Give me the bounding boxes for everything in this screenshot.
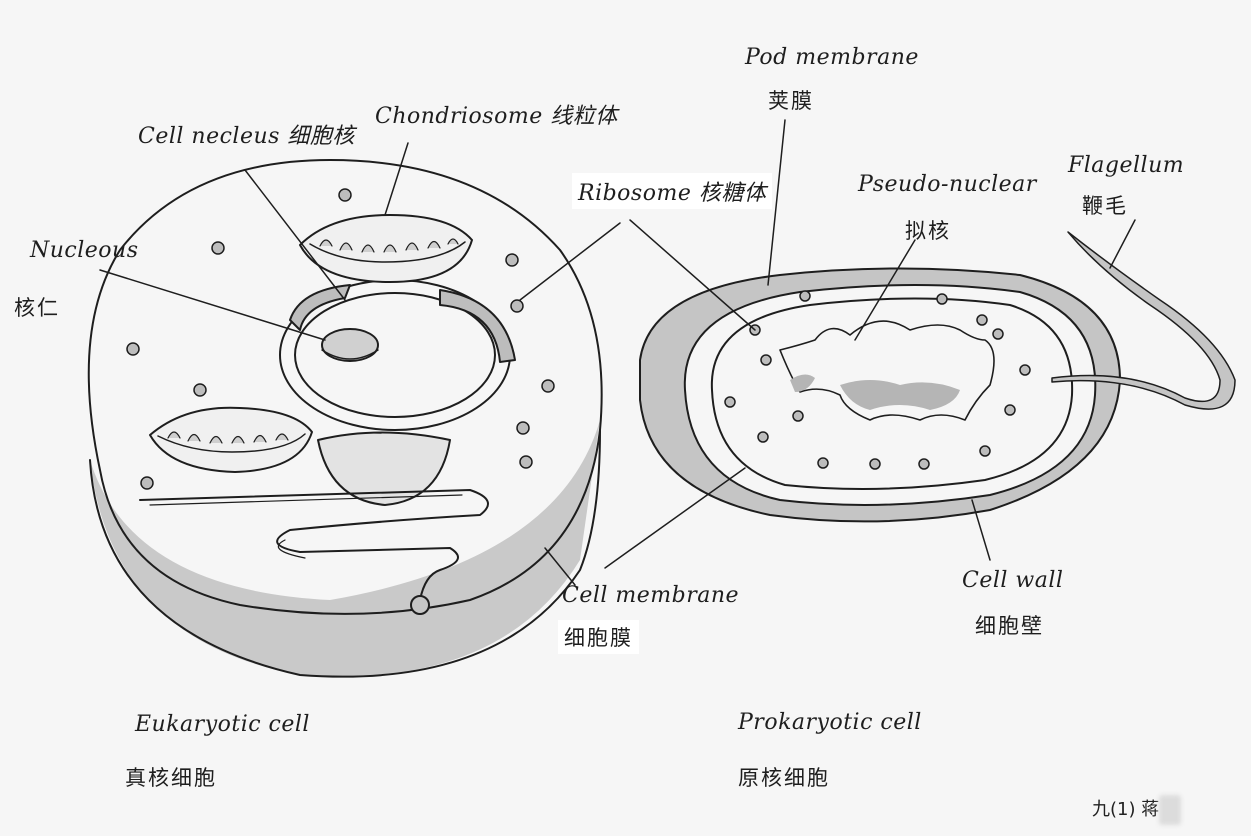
prokaryotic-title-en: Prokaryotic cell — [738, 710, 922, 735]
label-cell-membrane-cn: 细胞膜 — [558, 620, 639, 654]
label-nucleous-en: Nucleous — [30, 238, 139, 263]
signature-text: 九(1) 蒋 — [1092, 799, 1160, 820]
label-pseudo-nuclear-cn: 拟核 — [905, 219, 951, 243]
label-pseudo-nuclear-en: Pseudo-nuclear — [858, 172, 1037, 197]
leader-lines — [99, 119, 1136, 586]
eukaryote-outer-membrane — [87, 159, 603, 615]
label-chondriosome: Chondriosome 线粒体 — [375, 104, 618, 129]
label-flagellum-cn: 鞭毛 — [1082, 194, 1128, 218]
eukaryote-bottom-outline — [89, 429, 601, 678]
eukaryote-ribosomes — [126, 188, 555, 490]
eukaryotic-cell-drawing — [87, 159, 603, 678]
nucleolus-shape — [321, 328, 379, 362]
signature-redaction — [1159, 795, 1182, 825]
label-flagellum-en: Flagellum — [1068, 153, 1185, 178]
flagellum-shape — [1051, 231, 1236, 410]
label-nucleous-cn: 核仁 — [14, 296, 60, 320]
eukaryote-side-wall — [90, 420, 600, 677]
nucleus-inner — [294, 292, 496, 418]
eukaryotic-title-en: Eukaryotic cell — [135, 712, 310, 737]
vesicle-bottom — [410, 595, 430, 615]
prokaryotic-title-cn: 原核细胞 — [738, 766, 830, 790]
prokaryote-ribosomes — [724, 290, 1031, 470]
prokaryote-membrane — [710, 297, 1074, 490]
label-pod-membrane-en: Pod membrane — [745, 45, 919, 70]
prokaryotic-cell-drawing — [639, 231, 1236, 523]
nucleus-envelope-shade-right — [439, 289, 516, 363]
label-cell-wall-en: Cell wall — [962, 568, 1064, 593]
endoplasmic-reticulum — [139, 489, 489, 601]
label-cell-membrane-en: Cell membrane — [562, 583, 740, 608]
label-pod-membrane-cn: 荚膜 — [768, 89, 814, 113]
label-cell-wall-cn: 细胞壁 — [975, 614, 1044, 638]
signature: 九(1) 蒋 — [1092, 795, 1182, 825]
nucleus-envelope-shade — [289, 284, 351, 331]
label-cell-nucleus: Cell necleus 细胞核 — [138, 124, 355, 149]
golgi-bowl — [317, 431, 451, 506]
label-ribosome: Ribosome 核糖体 — [572, 173, 773, 209]
eukaryotic-title-cn: 真核细胞 — [125, 766, 217, 790]
mitochondrion-bottom — [149, 406, 313, 473]
